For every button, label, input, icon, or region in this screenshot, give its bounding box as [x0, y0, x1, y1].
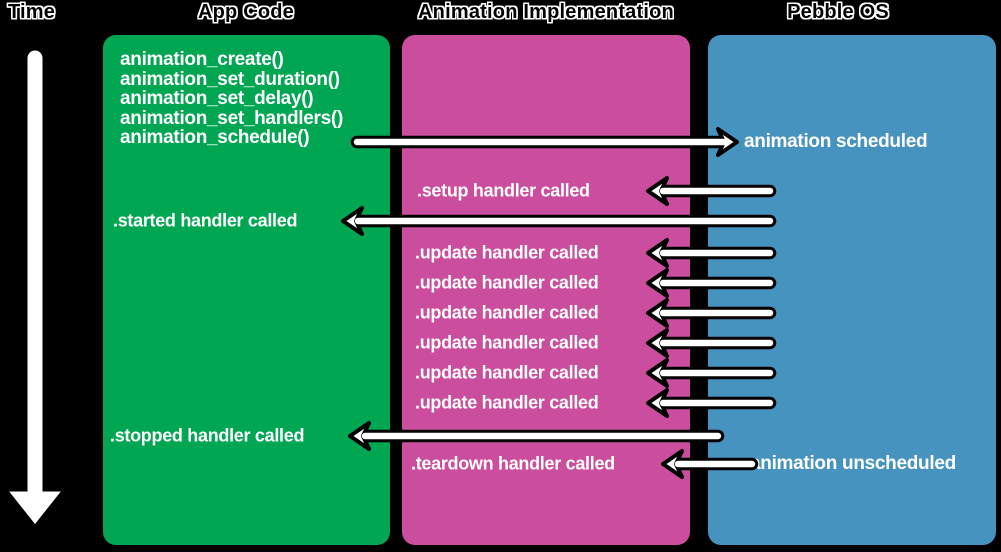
animation-unscheduled-label: animation unscheduled	[750, 453, 956, 474]
time-column-header: Time	[8, 1, 56, 23]
update-handler-label: .update handler called	[415, 272, 599, 293]
stopped-handler-label: .stopped handler called	[110, 425, 305, 446]
started-handler-label: .started handler called	[113, 210, 298, 231]
api-call: animation_set_duration()	[120, 68, 340, 90]
api-call: animation_schedule()	[120, 127, 310, 148]
teardown-handler-label: .teardown handler called	[411, 453, 615, 474]
animation-scheduled-label: animation scheduled	[744, 131, 928, 152]
animation-implementation-column-header: Animation Implementation	[418, 1, 674, 23]
api-call: animation_set_delay()	[120, 88, 314, 109]
update-handler-label: .update handler called	[415, 242, 599, 263]
time-arrow	[1, 47, 69, 531]
pebble-os-column-header: Pebble OS	[787, 1, 889, 23]
app-code-lane	[103, 35, 390, 545]
update-handler-label: .update handler called	[415, 362, 599, 383]
update-handler-label: .update handler called	[415, 332, 599, 353]
setup-handler-label: .setup handler called	[417, 180, 590, 201]
api-call: animation_set_handlers()	[120, 107, 343, 129]
app-code-column-header: App Code	[197, 1, 295, 23]
api-call-list: animation_create() animation_set_duratio…	[120, 50, 343, 148]
update-handler-label: .update handler called	[415, 302, 599, 323]
update-handler-label: .update handler called	[415, 392, 599, 413]
animation-implementation-lane	[402, 35, 690, 545]
api-call: animation_create()	[120, 49, 284, 70]
